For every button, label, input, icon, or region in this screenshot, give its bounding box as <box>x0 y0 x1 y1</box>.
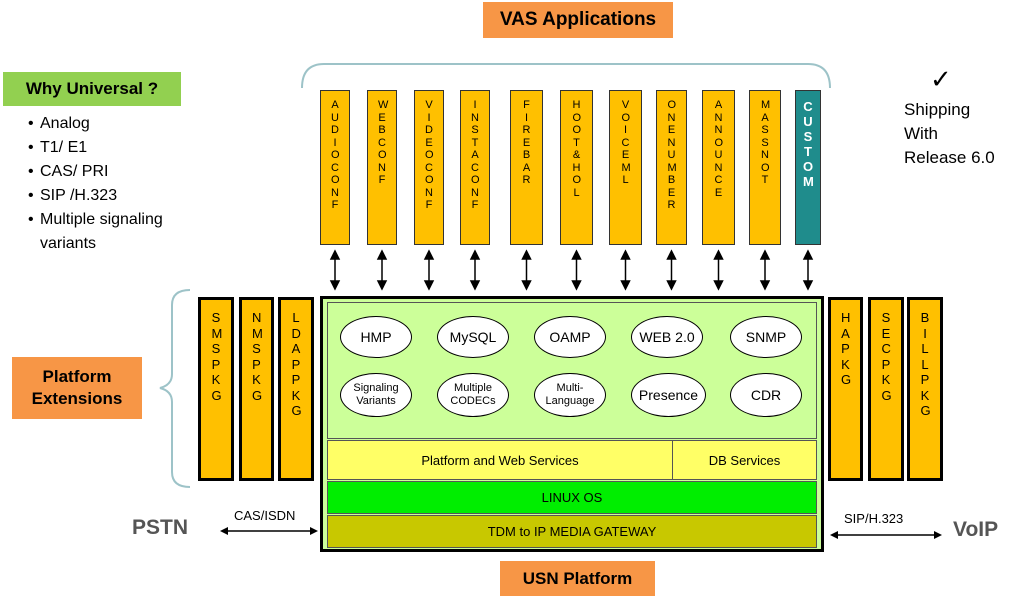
vas-app-box: ONENUMBER <box>656 90 687 245</box>
app-arrow-head-down <box>469 280 481 291</box>
sip-h323-label: SIP/H.323 <box>844 511 904 526</box>
list-item: T1/ E1 <box>28 136 218 160</box>
app-arrow-head-up <box>469 249 481 260</box>
vas-app-label: AUDIOCONF <box>331 99 340 211</box>
pkg-label: LDAP PKG <box>291 310 302 418</box>
app-arrow-head-down <box>376 280 388 291</box>
vas-app-label: CUSTOM <box>803 99 814 189</box>
linux-os-layer: LINUX OS <box>327 481 817 514</box>
voip-arrow-head-right <box>934 531 942 539</box>
app-arrow-head-down <box>713 280 724 291</box>
vas-app-box: VIDEOCONF <box>414 90 444 245</box>
vas-app-box: VOICEML <box>609 90 642 245</box>
multiple-codecs-oval: Multiple CODECs <box>437 373 509 417</box>
pkg-label: SMS PKG <box>211 310 223 403</box>
check-icon: ✓ <box>930 64 952 94</box>
vas-bracket <box>301 63 831 89</box>
vas-applications-title: VAS Applications <box>483 2 673 38</box>
voip-label: VoIP <box>953 518 999 541</box>
shipping-line: With <box>904 124 938 143</box>
list-item: Analog <box>28 112 218 136</box>
app-arrow-head-up <box>713 249 724 260</box>
nms-pkg: NMS PKG <box>239 297 274 481</box>
list-item: Multiple signaling variants <box>28 208 218 256</box>
app-arrow-head-up <box>802 249 814 260</box>
cas-isdn-label: CAS/ISDN <box>234 508 296 523</box>
web20-oval: WEB 2.0 <box>631 316 703 358</box>
app-arrow-head-up <box>666 249 677 260</box>
shipping-line: Release 6.0 <box>904 148 995 167</box>
platform-extensions-label: Platform Extensions <box>12 357 142 419</box>
pstn-arrow-head-right <box>310 527 318 535</box>
app-arrow-head-down <box>329 280 341 291</box>
why-universal-title: Why Universal ? <box>3 72 181 106</box>
shipping-line: Shipping <box>904 100 971 119</box>
list-item: CAS/ PRI <box>28 160 218 184</box>
app-arrow-head-down <box>802 280 814 291</box>
hmp-oval: HMP <box>340 316 412 358</box>
oamp-oval: OAMP <box>534 316 606 358</box>
vas-app-label: VOICEML <box>621 99 631 186</box>
app-arrow-head-up <box>423 249 435 260</box>
pstn-label: PSTN <box>132 516 189 539</box>
vas-app-label: WEBCONF <box>378 99 389 186</box>
vas-app-box: MASSNOT <box>749 90 781 245</box>
pstn-arrow-head-left <box>220 527 228 535</box>
ha-pkg: HA PKG <box>828 297 863 481</box>
why-universal-list: Analog T1/ E1 CAS/ PRI SIP /H.323 Multip… <box>28 112 218 256</box>
platform-web-services: Platform and Web Services <box>327 440 673 480</box>
app-arrow-head-up <box>759 249 771 260</box>
vas-app-label: ANNOUNCE <box>714 99 724 199</box>
signaling-variants-oval: Signaling Variants <box>340 373 412 417</box>
bill-pkg: BILL PKG <box>907 297 943 481</box>
vas-app-label: INSTACONF <box>471 99 480 211</box>
app-arrow-head-down <box>571 280 582 291</box>
list-item: SIP /H.323 <box>28 184 218 208</box>
vas-app-box: ANNOUNCE <box>702 90 735 245</box>
vas-app-box: WEBCONF <box>367 90 397 245</box>
vas-app-box: INSTACONF <box>460 90 490 245</box>
app-arrow-head-up <box>521 249 532 260</box>
app-arrow-head-down <box>759 280 771 291</box>
vas-app-box: CUSTOM <box>795 90 821 245</box>
pkg-label: SEC PKG <box>881 310 892 403</box>
shipping-note: Shipping With Release 6.0 <box>904 98 995 170</box>
extensions-bracket <box>159 289 191 488</box>
app-arrow-head-up <box>376 249 388 260</box>
sms-pkg: SMS PKG <box>198 297 234 481</box>
app-arrow-head-down <box>666 280 677 291</box>
usn-platform-label: USN Platform <box>500 561 655 596</box>
app-arrow-head-down <box>521 280 532 291</box>
cdr-oval: CDR <box>730 373 802 417</box>
vas-app-label: HOOT&HOL <box>572 99 582 199</box>
db-services: DB Services <box>672 440 817 480</box>
vas-app-box: FIREBAR <box>510 90 543 245</box>
app-arrow-head-up <box>571 249 582 260</box>
vas-app-label: ONENUMBER <box>667 99 677 211</box>
pkg-label: HA PKG <box>841 310 852 387</box>
mysql-oval: MySQL <box>437 316 509 358</box>
app-arrow-head-down <box>620 280 631 291</box>
sec-pkg: SEC PKG <box>868 297 904 481</box>
snmp-oval: SNMP <box>730 316 802 358</box>
vas-app-label: MASSNOT <box>761 99 771 186</box>
voip-arrow-head-left <box>830 531 838 539</box>
multi-language-oval: Multi-Language <box>534 373 606 417</box>
ldap-pkg: LDAP PKG <box>278 297 314 481</box>
vas-app-box: AUDIOCONF <box>320 90 350 245</box>
pkg-label: BILL PKG <box>920 310 931 418</box>
pkg-label: NMS PKG <box>252 310 263 403</box>
media-gateway-layer: TDM to IP MEDIA GATEWAY <box>327 515 817 548</box>
presence-oval: Presence <box>631 373 706 417</box>
vas-app-label: VIDEOCONF <box>425 99 434 211</box>
vas-app-box: HOOT&HOL <box>560 90 593 245</box>
app-arrow-head-down <box>423 280 435 291</box>
vas-app-label: FIREBAR <box>522 99 531 186</box>
app-arrow-head-up <box>620 249 631 260</box>
app-arrow-head-up <box>329 249 341 260</box>
